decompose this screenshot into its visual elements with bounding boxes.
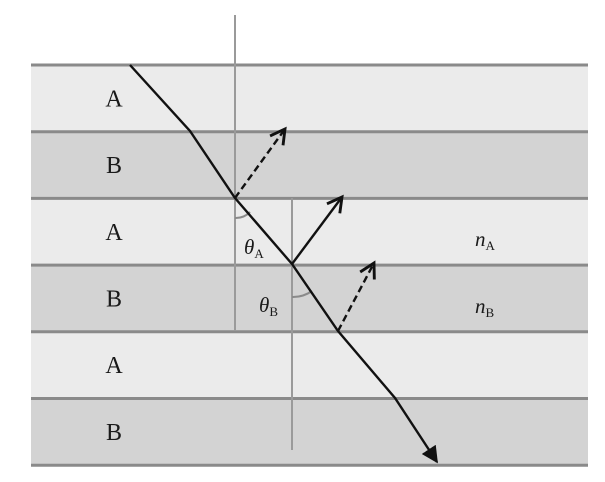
layer-label-4: B [106,286,122,312]
theta-b-label: θB [259,293,278,319]
layer-label-3: A [105,220,123,246]
theta-a-label: θA [244,235,264,261]
reflected-ray-dashed-1 [234,126,287,199]
layer-b-6 [31,398,588,466]
n-b-label: nB [475,294,495,320]
angle-arc-theta-a [234,211,251,219]
layer-b-4 [31,265,588,332]
layer-b-2 [31,131,588,199]
layer-label-2: B [106,153,122,179]
n-a-label: nA [475,227,496,253]
layer-label-6: B [106,420,122,446]
reflected-ray-dashed-2 [336,260,376,332]
layer-a-3 [31,198,588,266]
reflected-ray-solid [291,194,344,265]
layer-a-1 [31,65,588,132]
layer-label-1: A [105,86,123,112]
layer-labels: A B A B A B [105,86,123,446]
layer-a-5 [31,331,588,399]
layer-stack [31,63,588,467]
layer-label-5: A [105,353,123,379]
